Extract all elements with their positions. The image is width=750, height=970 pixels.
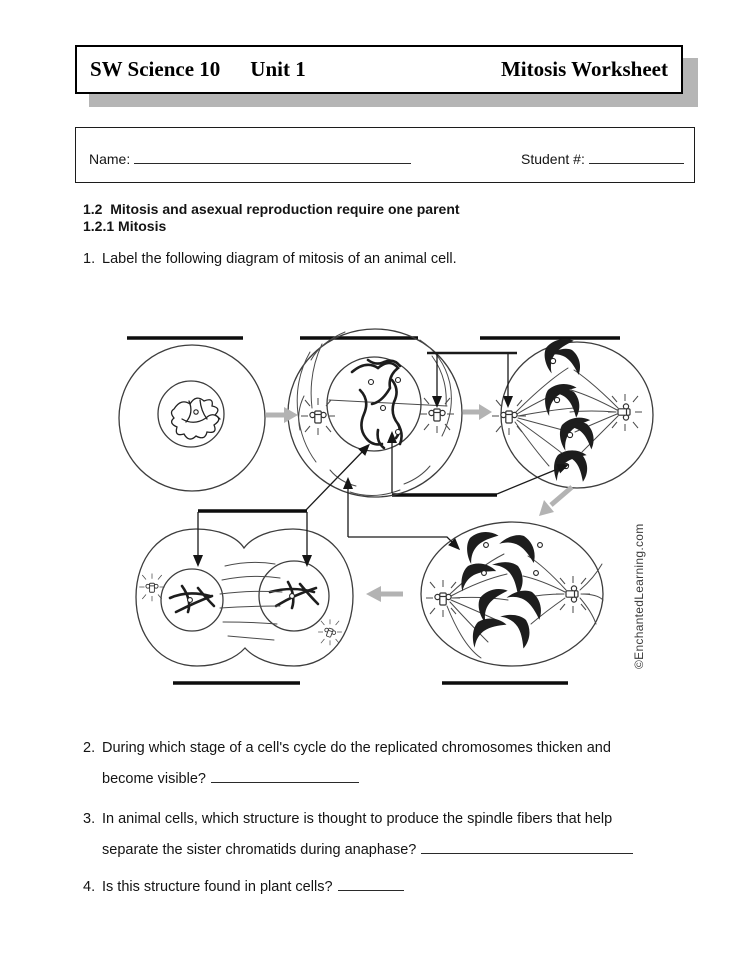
nucleus-pointer-prophase <box>305 443 370 511</box>
question-2-line-1: 2. During which stage of a cell's cycle d… <box>83 740 611 756</box>
question-3-line-1: 3. In animal cells, which structure is th… <box>83 811 612 827</box>
spindle-fibers <box>296 331 452 496</box>
question-3-line-2: separate the sister chromatids during an… <box>102 840 634 858</box>
separating-chromosomes <box>453 526 545 656</box>
copyright-watermark: ©EnchantedLearning.com <box>632 523 646 669</box>
cell-membrane <box>118 344 266 492</box>
aster-right <box>317 619 343 646</box>
question-2-text-2: become visible? <box>102 771 206 787</box>
mitosis-diagram: ©EnchantedLearning.com <box>118 328 654 685</box>
prophase-cell <box>287 328 463 498</box>
question-2-text-1: During which stage of a cell's cycle do … <box>102 740 611 756</box>
student-info-row: Name: Student #: <box>89 150 684 167</box>
leader-lines <box>193 351 570 567</box>
arrow-interphase-to-prophase <box>266 407 298 423</box>
student-number-wrap: Student #: <box>521 150 684 167</box>
arrow-anaphase-to-telophase <box>366 586 403 602</box>
nuclear-membrane <box>326 356 422 452</box>
decondensing-chromosomes-left <box>168 584 216 614</box>
name-label: Name: <box>89 151 131 167</box>
question-2-line-2: become visible? <box>102 769 359 787</box>
arrow-prophase-to-metaphase <box>463 404 492 420</box>
midbody-fibers <box>219 561 283 641</box>
unit-title: Unit 1 <box>250 57 306 81</box>
worksheet-header: SW Science 10 Unit 1 Mitosis Worksheet <box>75 45 683 94</box>
metaphase-cell <box>491 335 654 489</box>
question-2-answer-blank[interactable] <box>210 769 359 783</box>
cleaving-cell-membrane <box>135 528 354 667</box>
stage-arrows <box>266 404 574 602</box>
student-number-blank[interactable] <box>588 150 684 164</box>
question-3-answer-blank[interactable] <box>421 840 634 854</box>
worksheet-title: Mitosis Worksheet <box>500 57 668 81</box>
question-3-text-1: In animal cells, which structure is thou… <box>102 811 613 827</box>
question-1-text: Label the following diagram of mitosis o… <box>102 251 457 267</box>
header-left: SW Science 10 Unit 1 <box>90 57 306 82</box>
question-1-number: 1. <box>83 251 96 267</box>
section-heading-1: 1.2 Mitosis and asexual reproduction req… <box>83 201 460 217</box>
question-4-text: Is this structure found in plant cells? <box>102 879 333 895</box>
course-title: SW Science 10 <box>90 57 221 81</box>
question-3-text-2: separate the sister chromatids during an… <box>102 842 417 858</box>
condensed-chromosomes <box>350 358 403 450</box>
spindle-pointer-anaphase <box>348 536 461 551</box>
daughter-nucleus-right <box>258 560 330 632</box>
name-blank[interactable] <box>134 150 412 164</box>
interphase-cell <box>118 344 266 492</box>
student-info-box: Name: Student #: <box>75 127 695 183</box>
telophase-cell <box>135 528 354 667</box>
anaphase-cell <box>420 521 604 667</box>
centriole-left <box>300 397 336 436</box>
section-heading-2: 1.2.1 Mitosis <box>83 218 167 234</box>
daughter-nucleus-left <box>160 568 224 632</box>
centriole-right <box>607 393 643 432</box>
cell-membrane <box>420 521 604 667</box>
question-4: 4. Is this structure found in plant cells… <box>83 877 404 895</box>
arrow-metaphase-to-anaphase <box>539 485 574 516</box>
chromosome-pointer-metaphase <box>496 464 570 495</box>
question-1: 1. Label the following diagram of mitosis… <box>83 251 457 267</box>
chromatin <box>170 397 221 440</box>
centriole-left <box>425 579 461 618</box>
question-2-number: 2. <box>83 740 96 756</box>
question-4-number: 4. <box>83 879 96 895</box>
centriole-right <box>555 575 591 614</box>
decondensing-chromosomes-right <box>268 580 320 610</box>
question-4-answer-blank[interactable] <box>337 877 404 891</box>
nuclear-membrane <box>157 380 225 448</box>
centriole-right <box>419 395 455 434</box>
student-number-label: Student #: <box>521 151 585 167</box>
question-3-number: 3. <box>83 811 96 827</box>
